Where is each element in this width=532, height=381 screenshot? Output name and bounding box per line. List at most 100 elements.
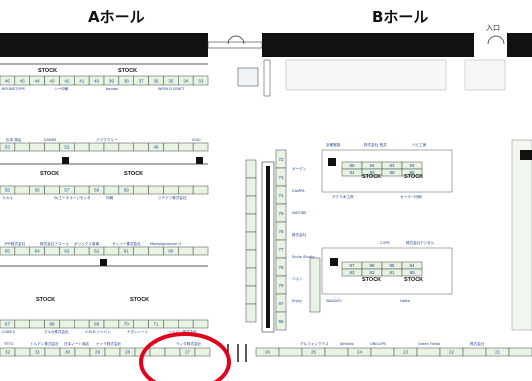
row-a-mid-bottom-booth[interactable] (44, 185, 60, 195)
company-label: bandai (106, 87, 118, 91)
booth-number: 28 (125, 350, 131, 355)
row-bottom-booth[interactable] (14, 347, 31, 357)
stock-label: STOCK (362, 174, 381, 180)
row-a-lower-bottom-booth[interactable] (74, 319, 90, 329)
row-a-lower-top-booth[interactable] (74, 246, 90, 256)
row-a-lower-bottom-booth[interactable] (133, 319, 149, 329)
row-a-lower-bottom-booth[interactable] (29, 319, 45, 329)
island-outline (321, 149, 453, 193)
row-a-mid-top-booth[interactable] (133, 142, 149, 152)
column-booth[interactable] (245, 231, 257, 251)
row-a-lower-bottom-booth[interactable] (192, 319, 209, 329)
row-bottom-booth[interactable] (44, 347, 61, 357)
hall-b-top-wall (262, 33, 474, 57)
column-booth[interactable] (245, 159, 257, 179)
row-a-lower-top-booth[interactable] (44, 246, 60, 256)
company-label: 株式会社アス一ル (40, 241, 69, 246)
row-a-mid-bottom-booth[interactable] (163, 185, 179, 195)
company-label: SAMIM (44, 138, 56, 142)
row-a-mid-top-booth[interactable] (192, 142, 209, 152)
row-bottom-b-booth[interactable] (416, 347, 441, 357)
company-label: トルデン株式会社 (30, 341, 59, 346)
row-a-lower-top-booth[interactable] (178, 246, 194, 256)
row-a-lower-top-booth[interactable] (103, 246, 120, 256)
row-bottom-b-booth[interactable] (324, 347, 349, 357)
row-a-top-booth[interactable] (192, 75, 209, 86)
booth-number: 22 (449, 350, 455, 355)
row-bottom-booth[interactable] (104, 347, 121, 357)
booth-number: 81 (389, 270, 395, 275)
row-a-mid-bottom-booth[interactable] (192, 185, 209, 195)
row-bottom-b-booth[interactable] (462, 347, 487, 357)
row-a-mid-bottom-booth[interactable] (148, 185, 164, 195)
booth-number: 56 (35, 188, 41, 193)
row-a-mid-bottom-booth[interactable] (133, 185, 149, 195)
row-a-lower-bottom-booth[interactable] (163, 319, 179, 329)
booth-number: 58 (94, 188, 100, 193)
row-a-lower-top-booth[interactable] (148, 246, 164, 256)
row-a-lower-top-booth[interactable] (133, 246, 149, 256)
company-label: ボリックス商事 (74, 241, 99, 246)
row-a-lower-bottom-booth[interactable] (178, 319, 194, 329)
row-bottom-booth[interactable] (194, 347, 211, 357)
booth-number: 37 (139, 78, 145, 83)
booth-number: 72 (278, 157, 284, 162)
row-a-lower-top-booth[interactable] (192, 246, 209, 256)
booth-number: 87 (349, 263, 355, 268)
row-a-mid-top-booth[interactable] (29, 142, 45, 152)
column-booth[interactable] (245, 177, 257, 197)
booth-number: 45 (20, 78, 26, 83)
booth-number: 30 (65, 350, 71, 355)
row-a-mid-top-booth[interactable] (74, 142, 90, 152)
row-a-mid-top-booth[interactable] (118, 142, 134, 152)
column-booth[interactable] (245, 213, 257, 233)
booth-number: 78 (278, 265, 284, 270)
column-booth[interactable] (275, 311, 287, 331)
stock-label: STOCK (40, 171, 59, 177)
row-bottom-b-booth[interactable] (370, 347, 395, 357)
door-icon (487, 35, 505, 45)
row-a-mid-top-booth[interactable] (163, 142, 179, 152)
stock-label: STOCK (362, 277, 381, 283)
booth-number: 44 (35, 78, 41, 83)
row-a-mid-top-booth[interactable] (44, 142, 60, 152)
company-label: 日本ノート商店 (64, 341, 90, 346)
row-bottom-booth[interactable] (164, 347, 181, 357)
row-bottom-booth[interactable] (74, 347, 91, 357)
company-label: ランダ株式会社 (176, 341, 202, 346)
row-a-mid-bottom-booth[interactable] (103, 185, 120, 195)
booth-number: 23 (403, 350, 409, 355)
row-a-lower-bottom-booth[interactable] (14, 319, 30, 329)
row-a-lower-bottom-booth[interactable] (59, 319, 75, 329)
row-a-mid-bottom-booth[interactable] (74, 185, 90, 195)
booth-number: 60 (168, 249, 174, 254)
column-booth[interactable] (245, 303, 257, 323)
row-a-mid-top-booth[interactable] (88, 142, 105, 152)
row-a-mid-top-booth[interactable] (103, 142, 120, 152)
side-booth[interactable] (309, 257, 321, 313)
column-booth[interactable] (245, 249, 257, 269)
booth-number: 62 (94, 249, 100, 254)
company-label: SOKI (192, 138, 201, 142)
column-booth[interactable] (245, 267, 257, 287)
booth-number: 95 (349, 163, 355, 168)
row-a-mid-bottom-booth[interactable] (178, 185, 194, 195)
company-label: マルカ株式会社 (44, 329, 69, 334)
company-label: UNICUPS (370, 342, 387, 346)
island-b1-booth[interactable] (401, 168, 423, 177)
column-booth[interactable] (245, 285, 257, 305)
row-bottom-booth[interactable] (149, 347, 166, 357)
row-a-mid-bottom-booth[interactable] (14, 185, 30, 195)
row-bottom-b-booth[interactable] (278, 347, 303, 357)
row-a-mid-top-booth[interactable] (178, 142, 194, 152)
column-booth[interactable] (245, 195, 257, 215)
row-a-lower-top-booth[interactable] (14, 246, 30, 256)
island-b2-booth[interactable] (401, 268, 423, 277)
row-a-lower-bottom-booth[interactable] (103, 319, 120, 329)
booth-number: 59 (124, 188, 130, 193)
row-a-mid-top-booth[interactable] (14, 142, 30, 152)
booth-number: 92 (409, 163, 415, 168)
booth-number: 93 (389, 163, 395, 168)
row-bottom-b-booth[interactable] (508, 347, 532, 357)
